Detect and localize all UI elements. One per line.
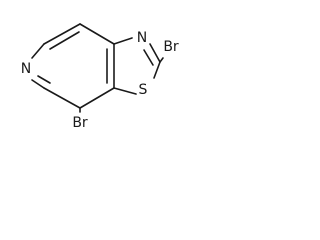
- bond-c4-n5-double: [37, 75, 51, 84]
- atom-label-br-c4: Br: [72, 115, 88, 131]
- bond-c3a-c4: [79, 87, 115, 109]
- bond-c2-s1: [153, 61, 161, 79]
- bond-c7a-n3: [113, 37, 133, 45]
- atom-label-br-c2: Br: [163, 39, 179, 55]
- bond-c4-n5: [31, 79, 45, 89]
- bond-n5-c6: [31, 43, 45, 59]
- bond-c7-c7a: [79, 23, 115, 45]
- atom-label-s-thiazole: S: [139, 82, 148, 98]
- bond-c6-c7-inner: [49, 31, 80, 50]
- bond-s1-c3a: [113, 87, 137, 95]
- bond-c4-c3a-side: [43, 87, 81, 109]
- bond-c2-br: [159, 57, 164, 63]
- bond-c6-c7: [43, 23, 81, 45]
- bonds: [31, 23, 164, 113]
- atom-label-n-thiazole: N: [137, 30, 147, 46]
- molecule-structure: N N S Br Br: [21, 23, 179, 131]
- atom-labels: N N S Br Br: [21, 30, 179, 131]
- bond-n3-c2: [149, 43, 161, 63]
- bond-n3-c2-inner: [143, 49, 154, 66]
- atom-label-n-pyridine: N: [21, 61, 31, 77]
